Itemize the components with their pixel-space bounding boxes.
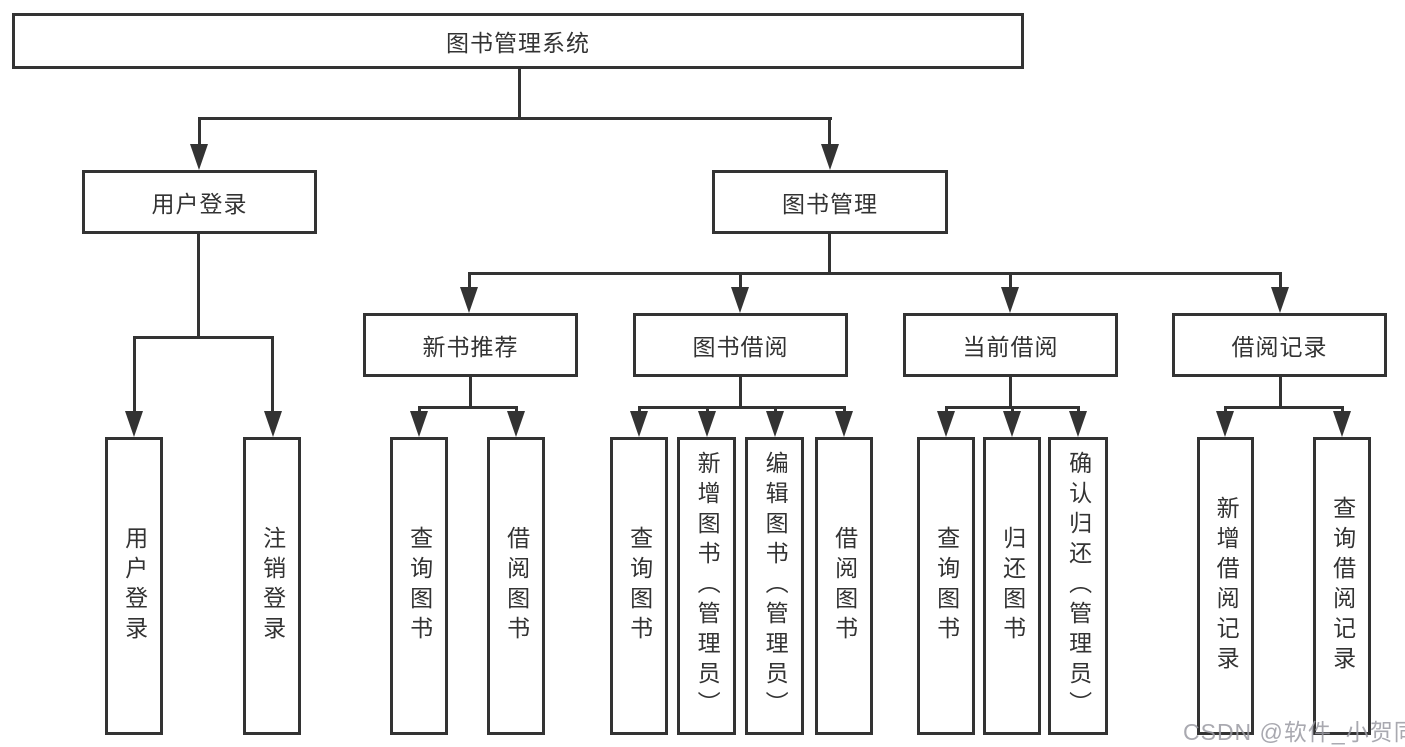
- node-query-books-current-label: 查询图书: [933, 526, 960, 646]
- connector-line: [133, 336, 136, 412]
- node-borrow-books-borrowing: 借阅图书: [815, 437, 873, 735]
- arrow-down-icon: [821, 144, 839, 170]
- node-query-borrow-record: 查询借阅记录: [1313, 437, 1371, 735]
- connector-line: [133, 336, 274, 339]
- node-new-book-recommend: 新书推荐: [363, 313, 578, 377]
- arrow-down-icon: [460, 287, 478, 313]
- connector-line: [418, 406, 421, 413]
- arrow-down-icon: [698, 411, 716, 437]
- connector-line: [828, 118, 831, 145]
- node-add-borrow-record: 新增借阅记录: [1197, 437, 1254, 735]
- connector-line: [1224, 406, 1227, 413]
- node-current-borrowing: 当前借阅: [903, 313, 1118, 377]
- connector-line: [828, 234, 831, 274]
- node-user-login-label: 用户登录: [151, 191, 248, 217]
- arrow-down-icon: [410, 411, 428, 437]
- arrow-down-icon: [1003, 411, 1021, 437]
- connector-line: [419, 406, 518, 409]
- connector-line: [739, 377, 742, 408]
- connector-line: [468, 274, 471, 288]
- node-add-books-admin-label: 新增图书（管理员）: [694, 451, 721, 721]
- csdn-watermark: CSDN @软件_小贺同学: [1183, 719, 1405, 745]
- arrow-down-icon: [1069, 411, 1087, 437]
- arrow-down-icon: [264, 411, 282, 437]
- connector-line: [1077, 406, 1080, 413]
- connector-line: [469, 377, 472, 408]
- connector-line: [1009, 377, 1012, 408]
- node-current-borrowing-label: 当前借阅: [962, 334, 1059, 360]
- node-query-books-current: 查询图书: [917, 437, 975, 735]
- node-leaf-logout: 注销登录: [243, 437, 301, 735]
- connector-line: [639, 406, 845, 409]
- connector-line: [843, 406, 846, 413]
- arrow-down-icon: [1216, 411, 1234, 437]
- node-return-books: 归还图书: [983, 437, 1041, 735]
- node-borrow-books-borrowing-label: 借阅图书: [831, 526, 858, 646]
- connector-line: [1279, 274, 1282, 288]
- connector-line: [774, 406, 777, 413]
- node-new-book-recommend-label: 新书推荐: [422, 334, 519, 360]
- node-library-management-system-label: 图书管理系统: [446, 30, 590, 56]
- node-query-books-recommend-label: 查询图书: [406, 526, 433, 646]
- node-leaf-user-login-label: 用户登录: [121, 526, 148, 646]
- node-edit-books-admin: 编辑图书（管理员）: [745, 437, 804, 735]
- arrow-down-icon: [1001, 287, 1019, 313]
- arrow-down-icon: [766, 411, 784, 437]
- node-query-borrow-record-label: 查询借阅记录: [1329, 496, 1356, 676]
- connector-line: [739, 274, 742, 288]
- connector-line: [638, 406, 641, 413]
- connector-line: [1009, 274, 1012, 288]
- node-query-books-borrowing: 查询图书: [610, 437, 668, 735]
- connector-line: [706, 406, 709, 413]
- connector-line: [515, 406, 518, 413]
- node-book-borrowing-label: 图书借阅: [692, 334, 789, 360]
- node-query-books-borrowing-label: 查询图书: [626, 526, 653, 646]
- arrow-down-icon: [190, 144, 208, 170]
- node-return-books-label: 归还图书: [999, 526, 1026, 646]
- connector-line: [1279, 377, 1282, 408]
- node-user-login: 用户登录: [82, 170, 317, 234]
- node-borrow-books-recommend: 借阅图书: [487, 437, 545, 735]
- arrow-down-icon: [1271, 287, 1289, 313]
- node-confirm-return-admin-label: 确认归还（管理员）: [1065, 451, 1092, 721]
- node-book-management: 图书管理: [712, 170, 948, 234]
- connector-line: [945, 406, 948, 413]
- node-edit-books-admin-label: 编辑图书（管理员）: [762, 451, 789, 721]
- node-leaf-user-login: 用户登录: [105, 437, 163, 735]
- connector-line: [198, 117, 832, 120]
- node-add-borrow-record-label: 新增借阅记录: [1213, 496, 1240, 676]
- connector-line: [468, 272, 1282, 275]
- connector-line: [197, 234, 200, 337]
- node-confirm-return-admin: 确认归还（管理员）: [1048, 437, 1108, 735]
- node-query-books-recommend: 查询图书: [390, 437, 448, 735]
- node-borrow-books-recommend-label: 借阅图书: [503, 526, 530, 646]
- node-add-books-admin: 新增图书（管理员）: [677, 437, 736, 735]
- node-book-management-label: 图书管理: [782, 191, 878, 217]
- node-borrowing-records-label: 借阅记录: [1231, 334, 1328, 360]
- arrow-down-icon: [731, 287, 749, 313]
- connector-line: [1225, 406, 1344, 409]
- node-leaf-logout-label: 注销登录: [259, 526, 286, 646]
- arrow-down-icon: [835, 411, 853, 437]
- connector-line: [198, 118, 201, 145]
- node-borrowing-records: 借阅记录: [1172, 313, 1387, 377]
- node-library-management-system: 图书管理系统: [12, 13, 1024, 69]
- arrow-down-icon: [937, 411, 955, 437]
- connector-line: [1011, 406, 1014, 413]
- arrow-down-icon: [630, 411, 648, 437]
- arrow-down-icon: [1333, 411, 1351, 437]
- arrow-down-icon: [507, 411, 525, 437]
- arrow-down-icon: [125, 411, 143, 437]
- connector-line: [518, 68, 521, 118]
- connector-line: [1341, 406, 1344, 413]
- node-book-borrowing: 图书借阅: [633, 313, 848, 377]
- connector-line: [271, 336, 274, 412]
